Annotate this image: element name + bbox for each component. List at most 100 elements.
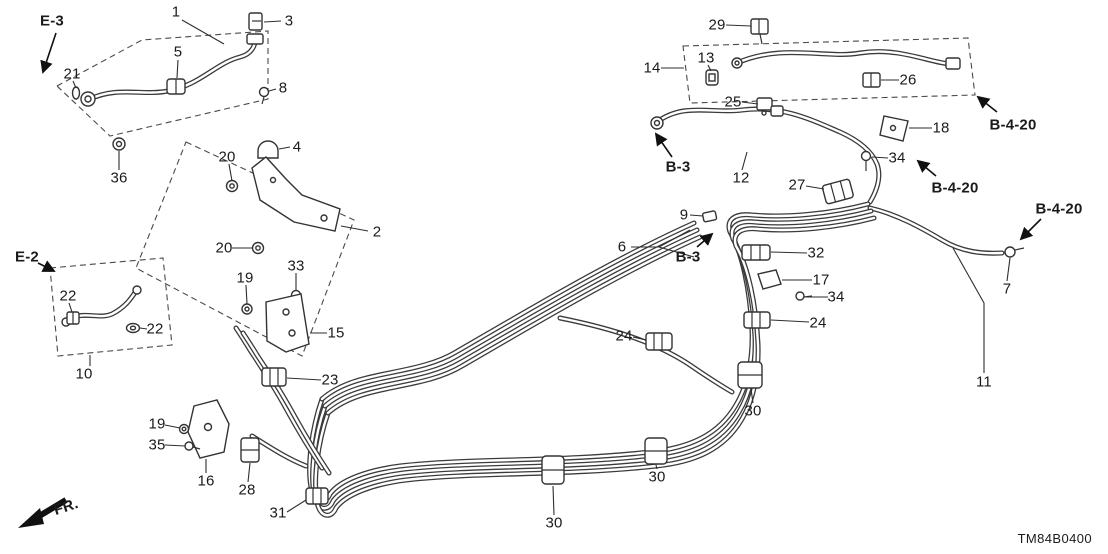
callout-b420-43: B-4-20 [1035,200,1083,218]
part-20-nut-lower [251,241,265,255]
part-25-clamp [756,97,784,117]
callout-11-50: 11 [976,373,992,391]
callout-22-16: 22 [146,320,164,338]
part-34-stud-lower [795,291,813,301]
callout-36-6: 36 [110,169,128,187]
callout-31-23: 31 [269,504,287,522]
part-24-clamp-right [743,311,771,329]
part-31-clamp [305,487,329,505]
callout-3-2: 3 [284,12,294,30]
part-20-nut-upper [225,179,239,193]
callout-6-38: 6 [617,238,627,256]
callout-30-48: 30 [648,468,666,486]
callout-9-37: 9 [679,206,689,224]
callout-15-13: 15 [327,324,345,342]
part-8-bolt [258,86,270,105]
callout-24-44: 24 [615,327,633,345]
callout-23-18: 23 [321,371,339,389]
callout-e3-0: E-3 [40,12,64,30]
callout-26-28: 26 [899,71,917,89]
callout-25-29: 25 [724,93,742,111]
part-29-clamp [750,18,769,45]
part-21-grommet [71,86,81,100]
b420-arrow-mid [916,159,937,177]
part-19-nut-lower [178,423,190,435]
callout-19-12: 19 [236,269,254,287]
callout-29-25: 29 [708,16,726,34]
fuel-pipes [65,34,1005,518]
part-26-clamp [862,72,881,88]
callout-5-3: 5 [173,43,183,61]
callout-14-27: 14 [643,59,661,77]
part-13-grommet [705,69,719,86]
part-28-clamp [240,437,260,463]
part-30-clamp-c [541,455,565,485]
part-22-clip-right [125,322,141,334]
pipe-1-fitting [80,91,96,107]
callout-22-15: 22 [59,287,77,305]
callout-b420-31: B-4-20 [989,116,1037,134]
part-19-nut-upper [241,303,253,315]
hose-10-fitting-right [132,285,142,295]
callout-21-4: 21 [63,65,81,83]
pipe-1-flange [246,33,264,45]
part-22-clip-left [66,311,80,325]
callout-19-19: 19 [148,415,166,433]
part-36-nut [112,137,126,151]
part-30-clamp-b [644,437,668,465]
fr-direction-arrow-icon [18,497,68,528]
b420-arrow-top [976,95,998,113]
diagram-code: TM84B0400 [1017,531,1092,546]
b3-arrow-lower [696,232,714,248]
b3-arrow-upper [654,132,673,158]
callout-32-40: 32 [807,244,825,262]
main-fuel-line-bundle [233,201,877,518]
part-15-bracket [265,293,310,353]
part-17-bracket [757,269,782,290]
b420-arrow-right [1019,218,1042,241]
part-30-clamp-a [737,361,763,389]
part-9-clip [701,210,718,223]
callout-30-47: 30 [744,402,762,420]
callout-2-9: 2 [372,223,382,241]
pipe-14-flange [945,57,961,70]
callout-28-22: 28 [238,481,256,499]
callout-34-33: 34 [888,149,906,167]
callout-8-5: 8 [278,79,288,97]
leader-lines [68,19,1011,516]
callout-13-26: 13 [697,49,715,67]
e2-arrow [37,260,56,272]
part-5-clamp [166,78,186,95]
callout-34-42: 34 [827,288,845,306]
callout-10-17: 10 [75,365,93,383]
callout-18-30: 18 [932,119,950,137]
callout-33-11: 33 [287,257,305,275]
part-16-bracket [187,399,230,459]
part-27-clamp [821,178,854,205]
callout-20-7: 20 [218,148,236,166]
callout-30-49: 30 [545,514,563,532]
callout-35-20: 35 [148,436,166,454]
callout-b3-34: B-3 [665,158,691,176]
part-4-clamp [257,140,279,159]
pipe-14-fitting [731,57,743,69]
part-34-stud-upper [860,150,872,171]
part-7-bolt [1004,246,1025,258]
callout-4-8: 4 [292,138,302,156]
part-32-clamp [741,244,771,261]
part-3-clip [248,12,263,31]
callout-24-45: 24 [809,314,827,332]
part-24-clamp-left [645,332,673,351]
reference-arrows [37,32,1042,272]
e3-arrow [40,32,57,74]
part-23-clamp [261,367,287,387]
callout-b3-39: B-3 [675,248,701,266]
part-18-bracket [879,115,909,142]
part-2-bracket [251,156,341,232]
callout-16-21: 16 [197,472,215,490]
callout-27-35: 27 [788,176,806,194]
part-glyphs [61,12,1025,505]
callout-17-41: 17 [812,271,830,289]
